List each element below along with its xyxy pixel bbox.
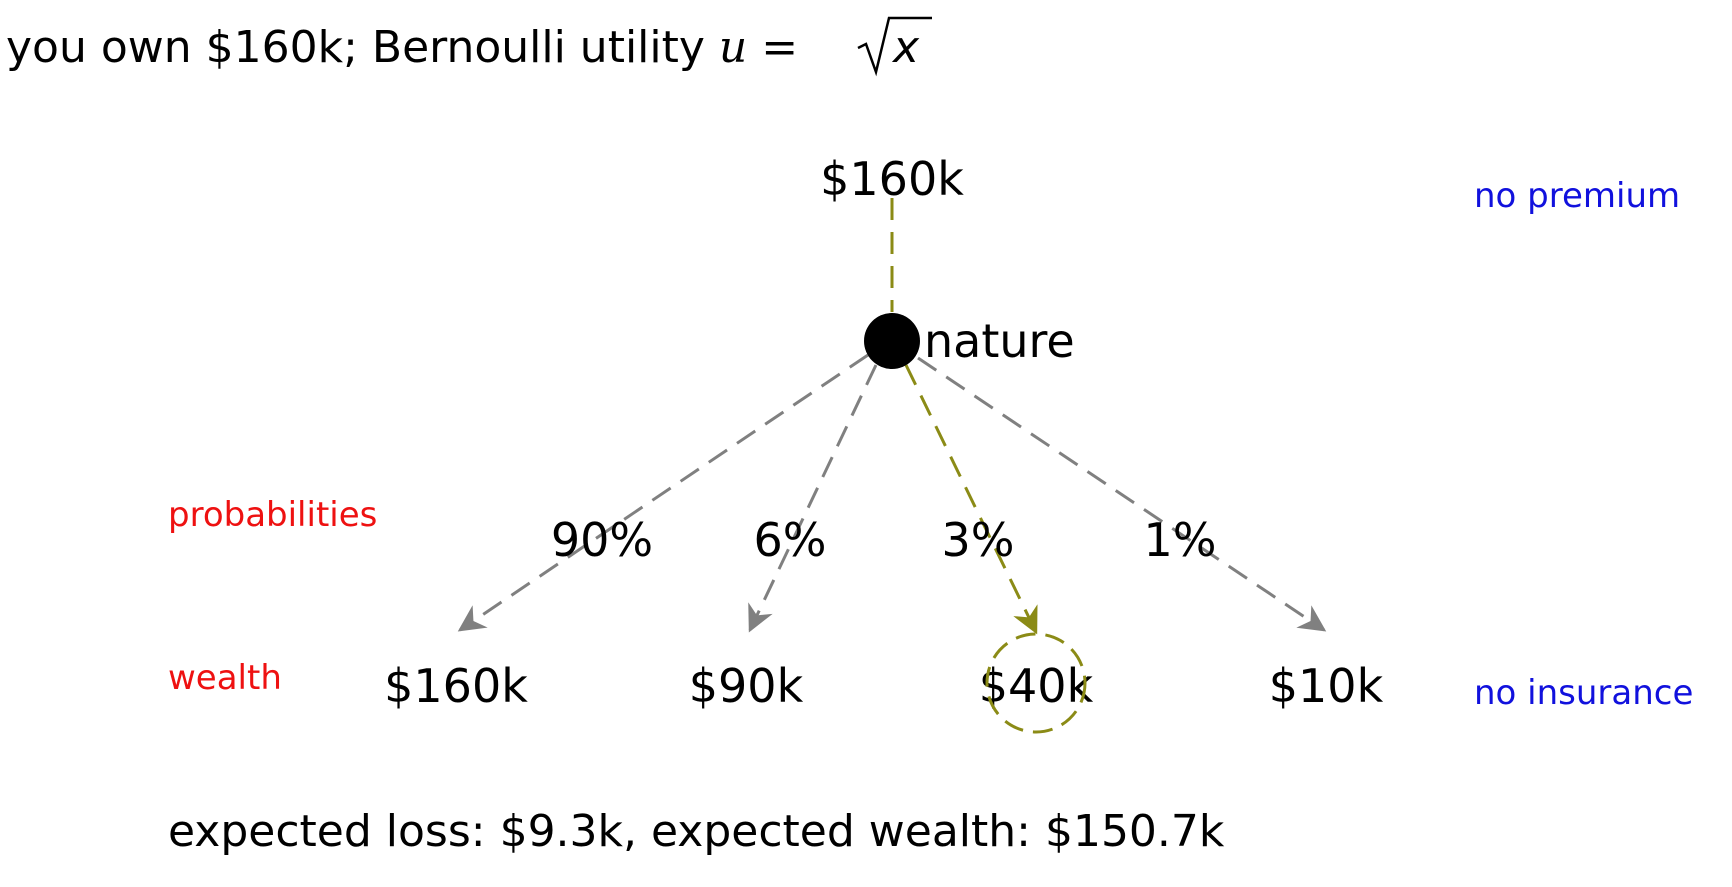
page-title: you own $160k; Bernoulli utility u = (6, 22, 798, 73)
branch-edge-4 (917, 356, 1327, 632)
probability-label-3: 3% (942, 513, 1015, 567)
title-text: you own $160k; Bernoulli utility (6, 22, 719, 73)
probabilities-row-label: probabilities (168, 495, 377, 535)
nature-label: nature (924, 314, 1075, 368)
probability-label-1: 90% (551, 513, 653, 567)
sqrt-symbol (857, 16, 932, 77)
highlight-circle (985, 632, 1087, 734)
branch-edge-2 (748, 364, 878, 633)
no-premium-label: no premium (1474, 176, 1680, 216)
wealth-label-3: $40k (979, 659, 1094, 713)
title-math-var: u (719, 22, 747, 73)
probability-label-2: 6% (754, 513, 827, 567)
wealth-label-4: $10k (1269, 659, 1384, 713)
wealth-label-2: $90k (689, 659, 804, 713)
root-wealth-label: $160k (820, 152, 964, 206)
title-math-arg: x (891, 22, 920, 73)
branch-edge-3 (904, 364, 1038, 635)
nature-node (864, 313, 920, 369)
wealth-row-label: wealth (168, 658, 282, 698)
title-math-eq: = (747, 22, 798, 73)
probability-label-4: 1% (1144, 513, 1217, 567)
no-insurance-label: no insurance (1474, 673, 1693, 713)
expected-summary: expected loss: $9.3k, expected wealth: $… (168, 806, 1225, 857)
wealth-label-1: $160k (384, 659, 528, 713)
branch-edge-1 (457, 353, 869, 632)
